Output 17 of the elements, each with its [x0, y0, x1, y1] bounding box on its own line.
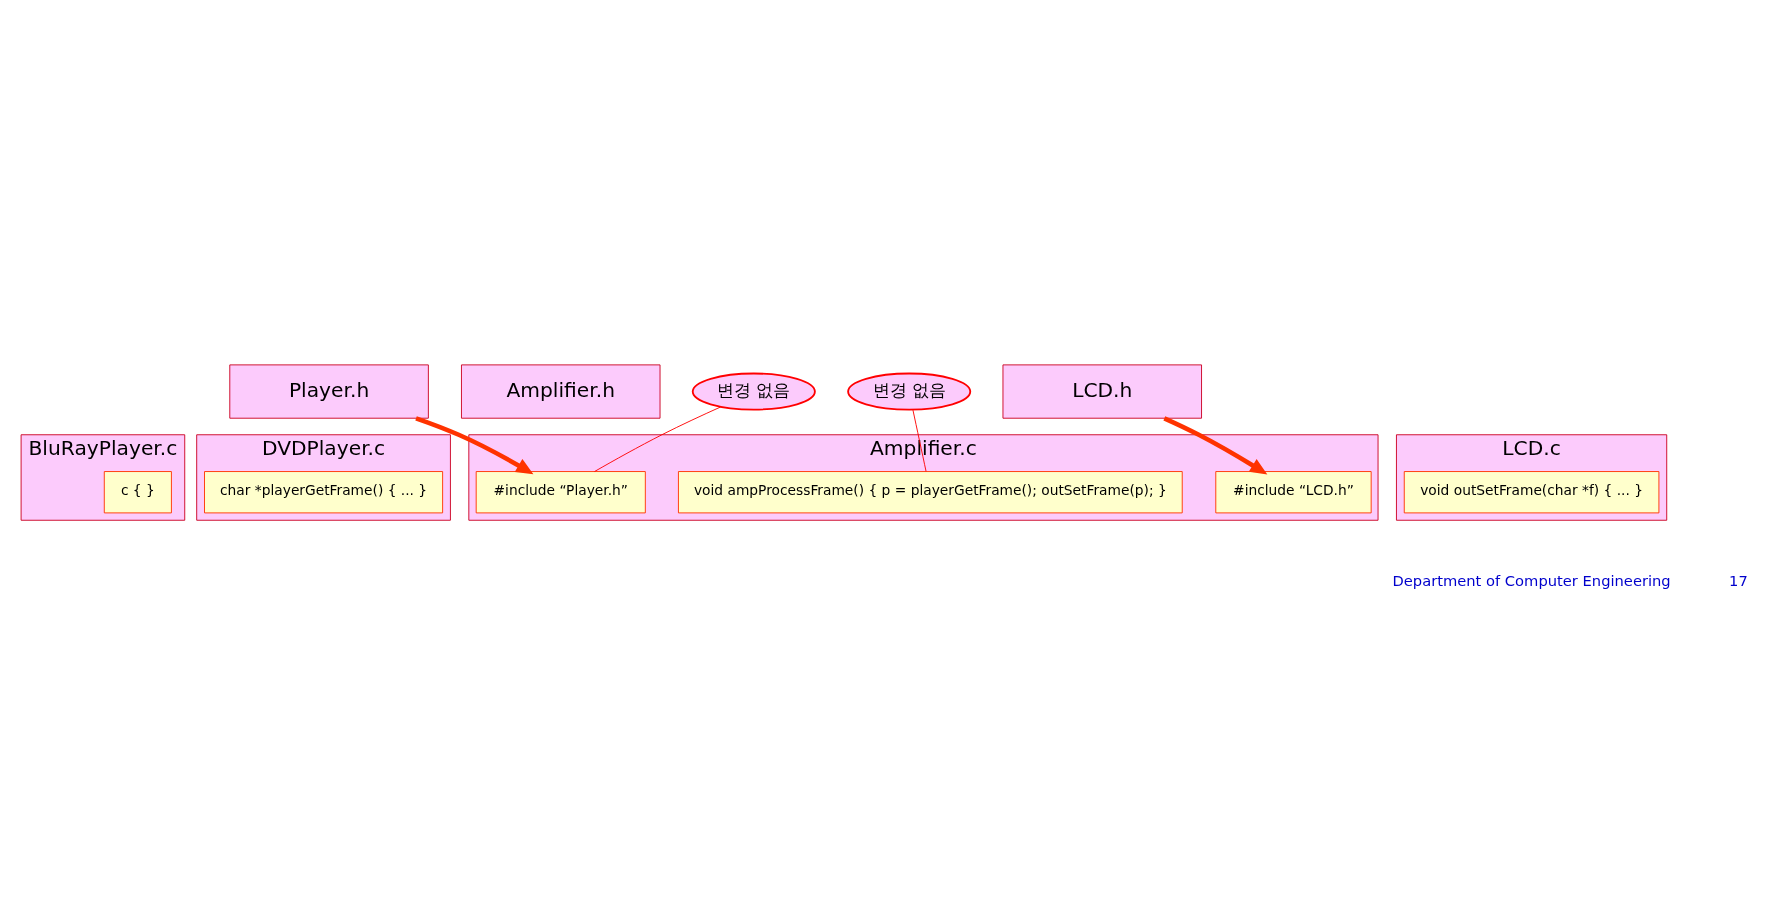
node-box: LCD.h: [1002, 363, 1202, 419]
connector: [912, 409, 927, 472]
node-box: #include “LCD.h”: [1215, 470, 1372, 513]
node-box: c { }: [103, 470, 172, 513]
arrow: [415, 415, 534, 474]
node-ellipse: 변경 없음: [691, 372, 816, 410]
arrow: [1163, 415, 1268, 474]
node-box: Amplifier.h: [461, 363, 661, 419]
node-box: Player.h: [229, 363, 429, 419]
node-box: void outSetFrame(char *f) { ... }: [1403, 470, 1660, 513]
label: 17: [1729, 571, 1748, 589]
connector: [594, 405, 722, 472]
node-box: char *playerGetFrame() { ... }: [204, 470, 444, 513]
node-box: #include “Player.h”: [475, 470, 646, 513]
node-ellipse: 변경 없음: [847, 372, 972, 410]
node-box: void ampProcessFrame() { p = playerGetFrame(); outSetFrame(p); }: [677, 470, 1183, 513]
label: Department of Computer Engineering: [1392, 571, 1671, 589]
